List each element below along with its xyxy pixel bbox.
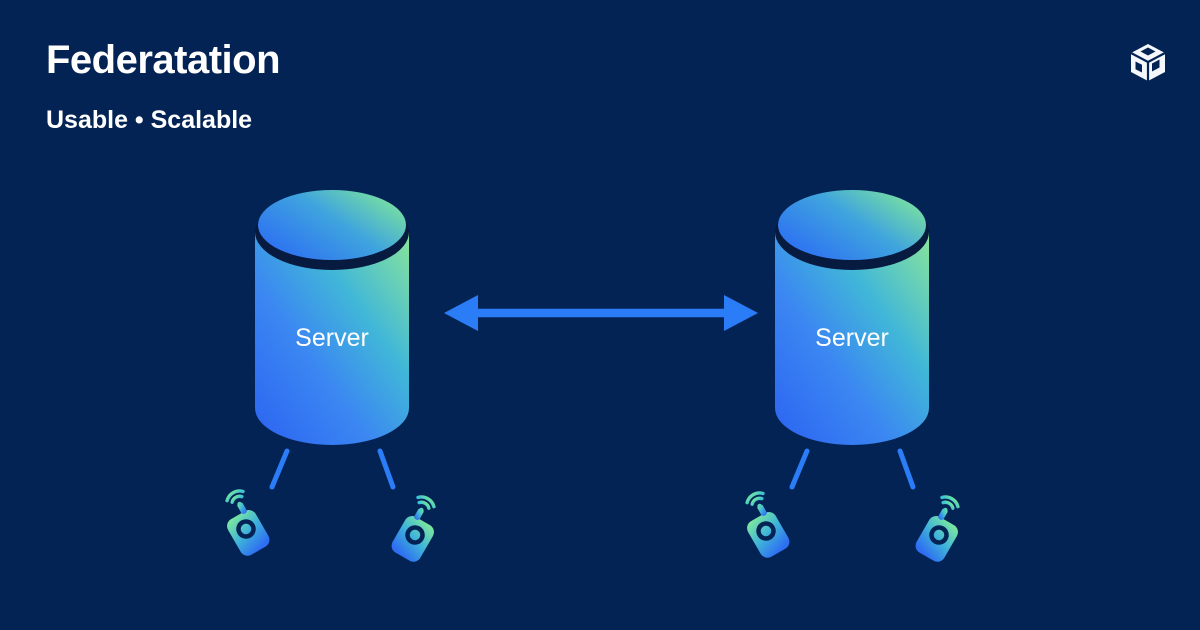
wifi-arcs-icon (416, 495, 436, 512)
device-connector-lines (789, 448, 916, 490)
device-connector-lines (269, 448, 396, 490)
federation-arrow-icon (444, 295, 758, 331)
server-cylinder-icon (255, 190, 409, 445)
wireless-device-icon (391, 495, 436, 562)
server-cylinder-icon (775, 190, 929, 445)
wireless-device-icon (915, 495, 960, 562)
server-label: Server (295, 324, 369, 352)
wifi-arcs-icon (225, 489, 245, 506)
page-subtitle: Usable • Scalable (46, 106, 253, 134)
wifi-arcs-icon (940, 495, 960, 512)
cube-logo-icon (1130, 44, 1166, 81)
wifi-arcs-icon (745, 491, 765, 508)
page-title: Federatation (46, 38, 281, 82)
wireless-device-icon (745, 491, 790, 558)
server-label: Server (815, 324, 889, 352)
wireless-device-icon (225, 489, 270, 556)
